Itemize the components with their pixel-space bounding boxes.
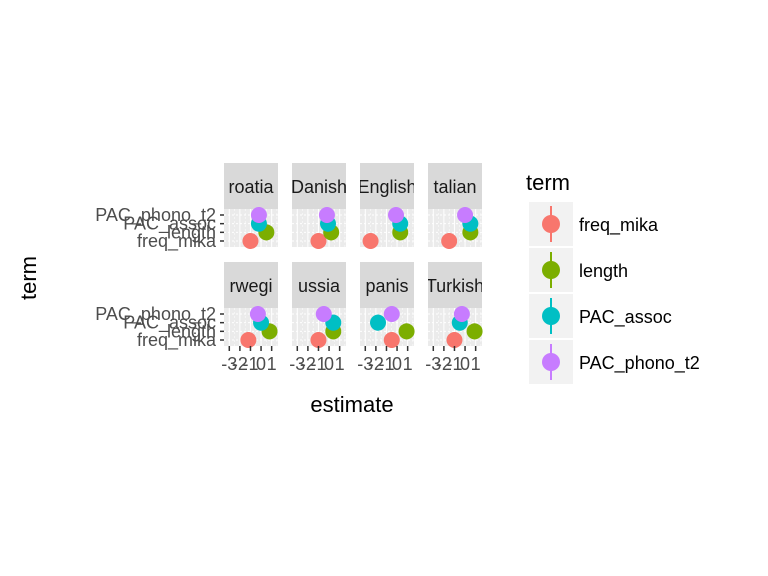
legend-label: length <box>579 261 628 281</box>
data-point <box>242 233 259 249</box>
data-point <box>249 306 266 322</box>
y-axis: freq_mikalengthPAC_assocPAC_phono_t2freq… <box>95 205 224 351</box>
facet-points <box>242 207 275 249</box>
x-tick-label: -3 <box>289 354 305 374</box>
y-tick-label: PAC_assoc <box>123 214 216 235</box>
legend-label: PAC_phono_t2 <box>579 353 700 374</box>
y-tick-label: freq_mika <box>137 330 217 351</box>
panels-layer: roatia Danish English talian rwegi ussia panis… <box>224 163 484 348</box>
x-tick-label: -2 <box>368 354 384 374</box>
x-tick-label: -1 <box>378 354 394 374</box>
x-tick-label: -3 <box>221 354 237 374</box>
y-tick-label: length <box>167 222 216 242</box>
x-tick-label: 1 <box>403 354 413 374</box>
y-tick-label: length <box>167 321 216 341</box>
x-axis-title: estimate <box>310 392 393 417</box>
legend-item: freq_mika <box>529 202 659 246</box>
facet-panel: panis <box>360 262 415 348</box>
x-tick-label: -1 <box>310 354 326 374</box>
x-tick-label: 1 <box>471 354 481 374</box>
data-point <box>383 306 400 322</box>
facet-strip <box>224 262 278 308</box>
facet-strip-label: English <box>357 177 416 197</box>
data-point <box>398 323 415 340</box>
x-tick-label: 0 <box>460 354 470 374</box>
facet-panel: roatia <box>224 163 278 249</box>
data-point <box>310 233 327 249</box>
legend-key-point <box>542 307 560 325</box>
facet-panel: English <box>357 163 416 249</box>
x-tick-label: 1 <box>335 354 345 374</box>
data-point <box>240 332 257 348</box>
y-tick-label: PAC_phono_t2 <box>95 304 216 325</box>
x-tick-label: -2 <box>436 354 452 374</box>
data-point <box>457 207 474 223</box>
facet-strip <box>360 163 414 209</box>
legend-key-point <box>542 215 560 233</box>
facet-points <box>362 207 409 249</box>
facet-strip-label: roatia <box>228 177 274 197</box>
x-tick-label: -3 <box>425 354 441 374</box>
facet-strip-label: Danish <box>291 177 347 197</box>
legend-key-point <box>542 353 560 371</box>
facet-strip-label: rwegi <box>229 276 272 296</box>
facet-strip <box>428 262 482 308</box>
data-point <box>466 323 483 340</box>
x-tick-label: -1 <box>446 354 462 374</box>
facet-strip <box>428 163 482 209</box>
data-point <box>310 332 327 348</box>
x-tick-label: -2 <box>300 354 316 374</box>
legend: term freq_mikalengthPAC_assocPAC_phono_t… <box>526 170 700 384</box>
data-point <box>441 233 458 249</box>
y-tick-label: PAC_phono_t2 <box>95 205 216 226</box>
facet-strip-label: Turkish <box>426 276 484 296</box>
facet-points <box>441 207 479 249</box>
facet-panel: ussia <box>292 262 346 348</box>
data-point <box>383 332 400 348</box>
facet-strip-label: panis <box>365 276 408 296</box>
facet-panel: talian <box>428 163 482 249</box>
facet-panel: Turkish <box>426 262 484 348</box>
facet-points <box>240 306 278 348</box>
legend-key-point <box>542 261 560 279</box>
legend-title: term <box>526 170 570 195</box>
y-tick-label: freq_mika <box>137 231 217 252</box>
facet-strip <box>360 262 414 308</box>
x-tick-label: 0 <box>324 354 334 374</box>
x-tick-label: -2 <box>232 354 248 374</box>
facet-points <box>310 207 340 249</box>
facet-strip-label: ussia <box>298 276 341 296</box>
facet-points <box>446 306 483 348</box>
legend-label: PAC_assoc <box>579 307 672 328</box>
legend-item: PAC_assoc <box>529 294 672 338</box>
data-point <box>446 332 463 348</box>
data-point <box>388 207 404 223</box>
facet-strip <box>224 163 278 209</box>
facet-strip <box>292 262 346 308</box>
x-tick-label: 0 <box>392 354 402 374</box>
y-tick-label: PAC_assoc <box>123 313 216 334</box>
facet-panel: Danish <box>291 163 347 249</box>
x-tick-label: 0 <box>256 354 266 374</box>
legend-label: freq_mika <box>579 215 659 236</box>
x-tick-label: -3 <box>357 354 373 374</box>
data-point <box>250 207 267 223</box>
facet-strip <box>292 163 346 209</box>
legend-item: PAC_phono_t2 <box>529 340 700 384</box>
x-tick-label: -1 <box>242 354 258 374</box>
data-point <box>453 306 470 322</box>
data-point <box>362 233 379 249</box>
facet-strip-label: talian <box>433 177 476 197</box>
data-point <box>370 314 386 331</box>
y-axis-title: term <box>16 256 41 300</box>
legend-item: length <box>529 248 628 292</box>
x-tick-label: 1 <box>267 354 277 374</box>
facet-points <box>310 306 342 348</box>
data-point <box>315 306 332 322</box>
facet-points <box>370 306 415 348</box>
data-point <box>318 207 335 223</box>
facet-panel: rwegi <box>224 262 278 348</box>
